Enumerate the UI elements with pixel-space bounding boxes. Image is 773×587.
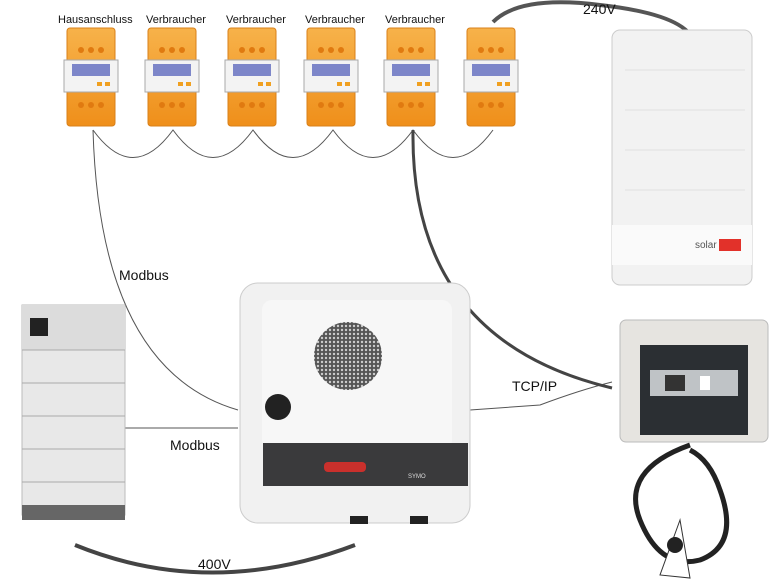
svg-text:solar: solar: [695, 240, 717, 251]
solaredge-inverter: solar: [611, 29, 753, 286]
ac-240v-label: 240V: [583, 1, 616, 17]
energy-meter: [383, 27, 439, 127]
energy-meter: [224, 27, 280, 127]
battery-stack: [21, 304, 126, 520]
modbus-meter-label: Modbus: [119, 267, 169, 283]
tcpip-label: TCP/IP: [512, 378, 558, 394]
energy-meter: [144, 27, 200, 127]
tcpip-wire: [469, 381, 613, 411]
wallbox: [619, 319, 769, 579]
energy-meter: [463, 27, 519, 127]
ac-400v-label: 400V: [198, 556, 231, 572]
ac-240v-wire: [491, 0, 697, 46]
energy-meter: [303, 27, 359, 127]
modbus-battery-label: Modbus: [170, 437, 220, 453]
meter-label: Verbraucher: [385, 14, 445, 26]
ac-400v-wire: [74, 543, 356, 575]
meter-label: Hausanschluss: [58, 14, 133, 26]
meter-label: Verbraucher: [305, 14, 365, 26]
meter-label: Verbraucher: [226, 14, 286, 26]
meter-bus-wires: [92, 129, 613, 429]
modbus-meter-wire: [92, 129, 239, 411]
svg-text:SYMO: SYMO: [408, 474, 426, 480]
fronius-inverter: SYMO: [239, 282, 471, 524]
energy-meter: [63, 27, 119, 127]
meter-label: Verbraucher: [146, 14, 206, 26]
